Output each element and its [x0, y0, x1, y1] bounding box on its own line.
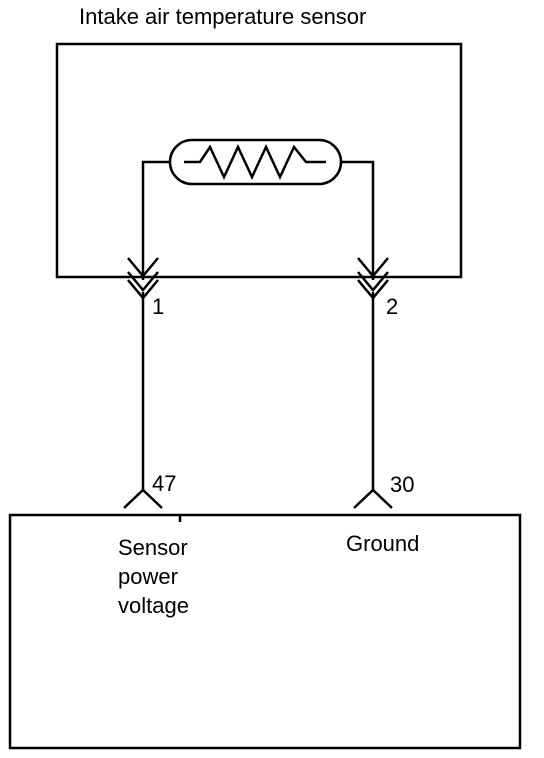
pin-label-2: 2: [386, 294, 399, 319]
connector-pin-30: [353, 488, 393, 509]
sensor-power-line-1: Sensor: [118, 535, 188, 560]
pin-label-1: 1: [152, 294, 165, 319]
sensor-power-line-3: voltage: [118, 593, 189, 618]
sensor-power-voltage-label: Sensor power voltage: [118, 533, 189, 620]
diagram-title: Intake air temperature sensor: [79, 4, 367, 29]
sensor-housing: [55, 42, 463, 279]
ground-label: Ground: [346, 531, 420, 556]
thermistor-resistor: [184, 144, 326, 180]
lead-left: [141, 160, 170, 280]
connector-pin-47: [123, 488, 163, 509]
lead-right: [341, 160, 375, 280]
pin-label-47: 47: [152, 471, 177, 496]
pin-label-30: 30: [390, 472, 415, 497]
ecu-box: [8, 513, 522, 750]
sensor-power-line-2: power: [118, 564, 178, 589]
